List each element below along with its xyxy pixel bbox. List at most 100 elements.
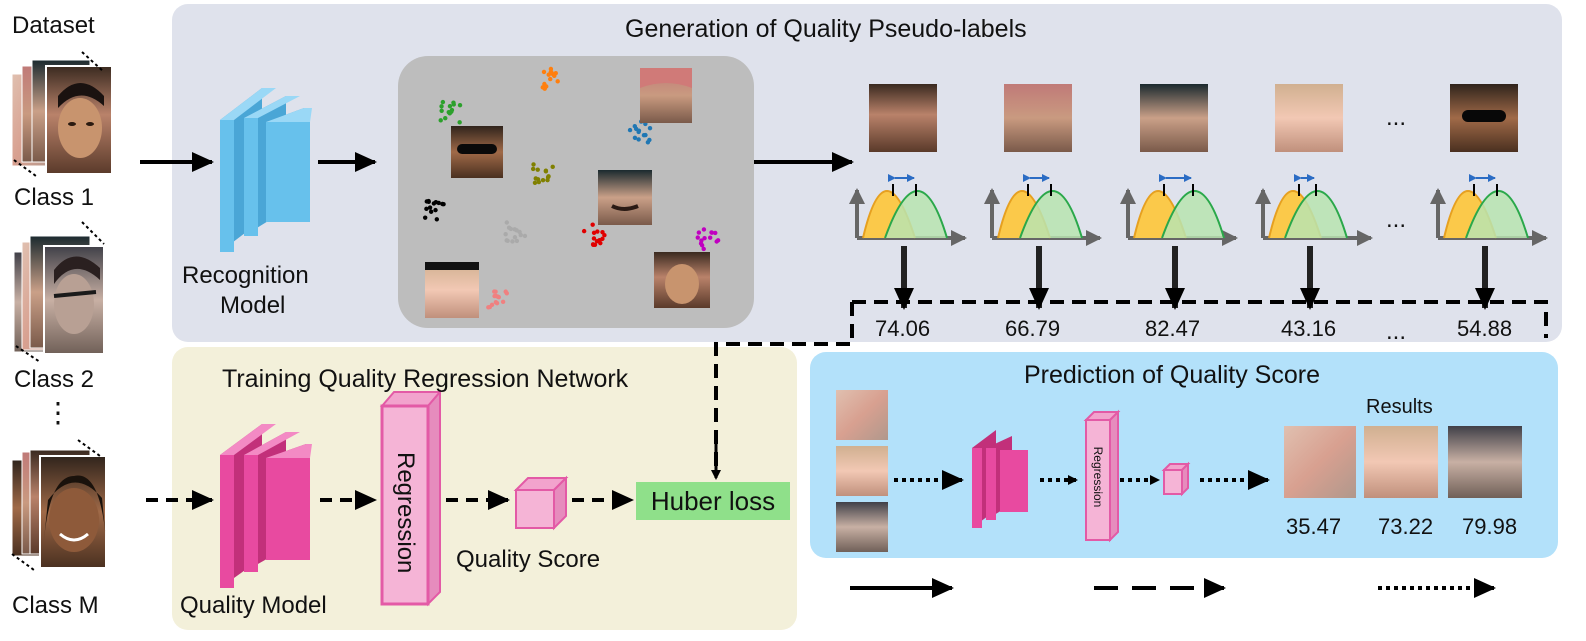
recognition-model-icon — [220, 88, 312, 252]
class-vdots: ⋮ — [44, 397, 72, 428]
cluster-point — [546, 174, 551, 179]
cluster-point — [590, 222, 595, 227]
result-faces — [1284, 426, 1522, 498]
class-1-label: Class 1 — [14, 184, 95, 211]
cluster-point — [510, 239, 515, 244]
cluster-point — [555, 79, 560, 84]
cluster-point — [434, 217, 440, 222]
distributions-ellipsis: ... — [1386, 206, 1407, 233]
cluster-point — [535, 167, 540, 172]
cluster-point — [506, 225, 512, 230]
recognition-model-label-line2: Model — [220, 292, 286, 319]
generation-title: Generation of Quality Pseudo-labels — [625, 15, 1027, 43]
pseudo-label-score-4: 43.16 — [1281, 316, 1337, 341]
dataset-stack-class-1 — [11, 51, 113, 177]
prediction-input-faces — [836, 390, 888, 552]
cluster-point — [451, 102, 456, 107]
cluster-point — [443, 115, 448, 121]
cluster-point — [541, 69, 547, 75]
dataset-stack-class-m — [11, 439, 107, 571]
cluster-point — [514, 238, 520, 244]
cluster-point — [447, 103, 453, 109]
score-bracket-dashed — [714, 300, 1548, 470]
pseudo-label-score-3: 82.47 — [1145, 316, 1201, 341]
pseudo-label-score-5: 54.88 — [1457, 316, 1513, 341]
cluster-point — [549, 69, 554, 75]
pseudo-label-column — [1255, 84, 1373, 310]
cluster-point — [714, 239, 719, 244]
cluster-point — [500, 299, 506, 305]
cluster-point — [503, 289, 508, 294]
cluster-point — [647, 125, 653, 131]
cluster-point — [707, 235, 713, 240]
cluster-point — [591, 230, 597, 235]
class-m-label: Class M — [12, 592, 99, 619]
cluster-point — [440, 99, 446, 105]
huber-loss-box: Huber loss — [636, 482, 790, 520]
cluster-point — [422, 215, 428, 220]
cluster-point — [492, 293, 497, 299]
cluster-point — [544, 84, 549, 89]
quality-model-label: Quality Model — [180, 592, 327, 619]
cluster-point — [512, 235, 518, 240]
cluster-point — [632, 135, 638, 141]
cluster-point — [550, 164, 555, 170]
regression-block-train — [379, 389, 443, 607]
cluster-face-child — [425, 262, 479, 318]
faces-ellipsis: ... — [1386, 104, 1407, 131]
cluster-point — [457, 102, 463, 108]
cluster-point — [633, 126, 639, 132]
dataset-stack-class-2 — [13, 221, 105, 363]
cluster-point — [701, 246, 706, 252]
regression-label-test: Regression — [1091, 446, 1105, 508]
pseudo-label-column — [984, 84, 1102, 310]
cluster-point — [438, 118, 443, 123]
cluster-point — [530, 166, 536, 172]
cluster-point — [431, 201, 437, 206]
quality-score-small-cube — [1161, 461, 1191, 497]
scores-ellipsis: ... — [1386, 318, 1407, 345]
cluster-point — [709, 230, 715, 235]
prediction-title: Prediction of Quality Score — [1024, 361, 1320, 389]
pseudo-label-column — [1430, 84, 1548, 310]
cluster-point — [552, 73, 557, 79]
cluster-point — [545, 177, 550, 183]
cluster-point — [503, 232, 508, 237]
cluster-point — [602, 233, 607, 238]
cluster-point — [701, 227, 707, 232]
dataset-title: Dataset — [12, 12, 95, 39]
cluster-point — [489, 302, 495, 308]
pseudo-label-column — [1120, 84, 1238, 310]
cluster-point — [436, 200, 441, 206]
quality-model-small-icon — [972, 430, 1028, 528]
cluster-point — [517, 229, 522, 235]
cluster-point — [496, 294, 502, 300]
cluster-point — [543, 169, 549, 174]
cluster-point — [647, 137, 652, 143]
cluster-point — [548, 76, 553, 82]
cluster-face-young-man — [654, 252, 710, 308]
pseudo-label-column — [849, 84, 967, 310]
pseudo-label-columns — [849, 84, 1548, 310]
pseudo-label-score-2: 66.79 — [1005, 316, 1061, 341]
cluster-point — [643, 132, 648, 138]
cluster-point — [548, 66, 554, 72]
cluster-point — [595, 229, 600, 234]
cluster-point — [427, 205, 433, 210]
cluster-face-turban — [640, 68, 692, 123]
result-score-3: 79.98 — [1462, 514, 1518, 539]
cluster-point — [428, 209, 434, 214]
cluster-point — [504, 220, 510, 225]
quality-score-cube — [513, 475, 569, 531]
cluster-point — [522, 233, 528, 239]
cluster-point — [600, 236, 605, 242]
cluster-face-mustache — [598, 170, 652, 225]
cluster-point — [591, 242, 596, 247]
cluster-point — [433, 207, 438, 213]
cluster-point — [439, 108, 444, 113]
quality-model-icon — [220, 424, 312, 588]
pseudo-label-score-1: 74.06 — [875, 316, 931, 341]
cluster-point — [440, 201, 445, 207]
cluster-point — [540, 177, 546, 183]
